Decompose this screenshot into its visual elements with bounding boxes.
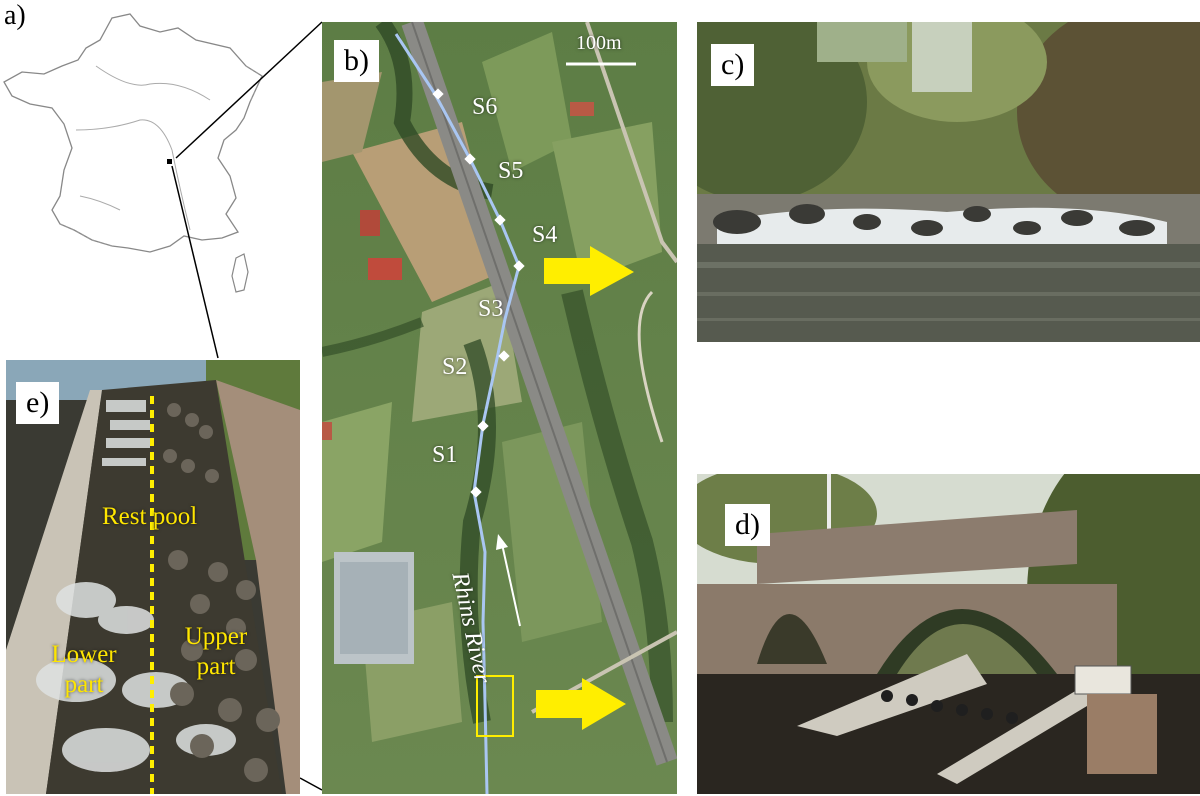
site-label-s2: S2 — [442, 354, 468, 380]
arrow-to-c — [544, 246, 634, 296]
panel-d-label: d) — [725, 504, 770, 546]
bridge-photo-drawing — [697, 474, 1200, 794]
fishway-photo-drawing — [6, 360, 300, 794]
site-label-s6: S6 — [472, 94, 498, 120]
panel-e-fishway-photo: e) Rest pool Upper part Lower part — [6, 360, 300, 794]
panel-e-label: e) — [16, 382, 60, 424]
panel-d-bridge-photo: d) — [697, 474, 1200, 794]
lower-part-label: Lower part — [51, 641, 117, 698]
scale-label: 100m — [576, 32, 622, 54]
panel-a-france-map: a) — [0, 0, 300, 330]
location-marker — [167, 159, 172, 164]
panel-c-label: c) — [711, 44, 755, 86]
panel-a-label: a) — [4, 0, 26, 31]
france-outline — [3, 13, 263, 293]
flow-arrow — [501, 543, 521, 627]
site-label-s4: S4 — [532, 222, 558, 248]
site-label-s3: S3 — [478, 296, 504, 322]
aerial-imagery — [322, 22, 677, 794]
rest-pool-label: Rest pool — [102, 503, 198, 530]
site-label-s5: S5 — [498, 158, 524, 184]
panel-c-riffle-photo: c) — [697, 22, 1200, 342]
fishway-box — [476, 675, 514, 737]
upper-part-label: Upper part — [184, 623, 248, 680]
riffle-photo-drawing — [697, 22, 1200, 342]
panel-b-aerial-map: b) 100m S6 S5 S4 S3 S2 S1 Rhins River — [322, 22, 677, 794]
site-label-s1: S1 — [432, 442, 458, 468]
arrow-to-d — [536, 678, 626, 730]
panel-b-label: b) — [334, 40, 379, 82]
